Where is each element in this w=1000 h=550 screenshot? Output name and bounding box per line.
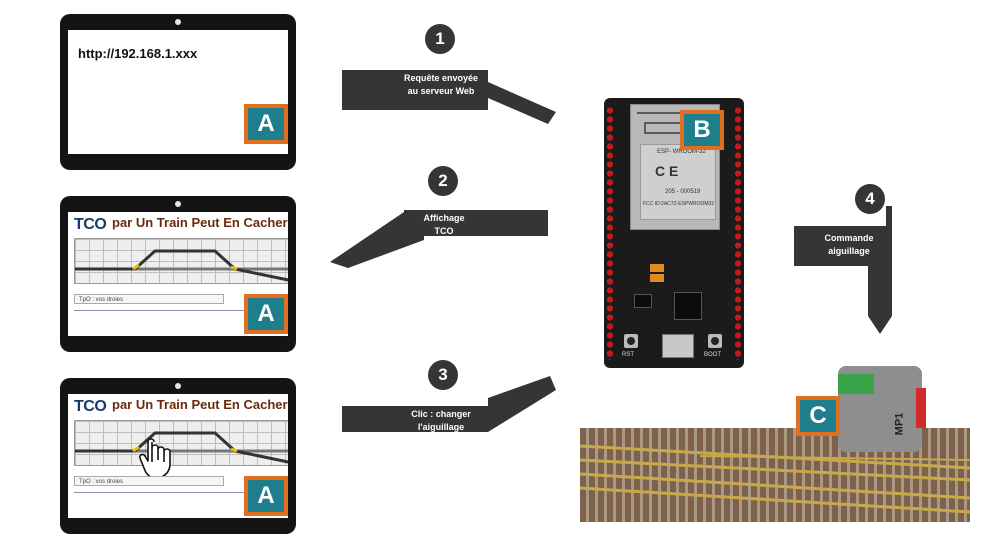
badge-a-letter: A — [248, 108, 284, 140]
camera-dot — [175, 383, 181, 389]
tco-track-grid — [74, 238, 288, 284]
step-1-label-line1: Requête envoyée — [403, 73, 479, 83]
tco-title: TCO — [74, 216, 107, 233]
motor-terminal — [838, 374, 874, 394]
step-3-label: Clic : changer l'aiguillage — [396, 408, 486, 434]
esp32-board: ESP- WROOM-32 C E 205 - 000519 FCC ID:2A… — [604, 98, 744, 368]
module-shield: ESP- WROOM-32 C E 205 - 000519 FCC ID:2A… — [640, 144, 716, 220]
badge-b: B — [680, 110, 724, 150]
camera-dot — [175, 201, 181, 207]
tablet-screen: TCO par Un Train Peut En Cacher un Autre… — [68, 394, 288, 518]
arrow-2 — [330, 210, 548, 268]
badge-a-letter: A — [248, 480, 284, 512]
fcc-id: FCC ID:2AC7Z-ESPWROOM32 — [643, 201, 715, 207]
tablet-tco-click: TCO par Un Train Peut En Cacher un Autre… — [60, 378, 296, 534]
ce-mark: C E — [655, 163, 679, 179]
badge-a-letter: A — [248, 298, 284, 330]
boot-label: BOOT — [704, 352, 722, 358]
tco-divider — [74, 492, 288, 493]
regulator-chip — [634, 294, 652, 308]
badge-a: A — [244, 476, 288, 516]
step-2-label-line2: TCO — [434, 226, 454, 236]
tco-title: TCO — [74, 398, 107, 415]
step-2-badge: 2 — [428, 166, 458, 196]
switch-motor: MP1 — [838, 366, 926, 452]
tco-status-bar: TpO : vos droies — [74, 294, 224, 304]
tablet-tco-display: TCO par Un Train Peut En Cacher un Autre… — [60, 196, 296, 352]
tablet-screen: TCO par Un Train Peut En Cacher un Autre… — [68, 212, 288, 336]
pin-header-right — [734, 106, 742, 360]
badge-c: C — [796, 396, 840, 436]
badge-c-letter: C — [800, 400, 836, 432]
hand-cursor-icon — [139, 438, 171, 479]
tco-track-layout — [75, 431, 288, 464]
step-3-label-line2: l'aiguillage — [417, 422, 465, 432]
badge-b-letter: B — [684, 114, 720, 146]
usb-port — [662, 334, 694, 358]
camera-dot — [175, 19, 181, 25]
arrow-3 — [342, 376, 556, 432]
step-3-label-line1: Clic : changer — [411, 409, 471, 419]
step-4-label-line1: Commande — [824, 233, 874, 243]
step-2-label: Affichage TCO — [414, 212, 474, 238]
pin-header-left — [606, 106, 614, 360]
step-2-label-line1: Affichage — [423, 213, 465, 223]
badge-a: A — [244, 294, 288, 334]
arrow-4 — [794, 206, 892, 334]
boot-button[interactable] — [708, 334, 722, 348]
tco-track-layout — [75, 249, 288, 282]
arrow-1 — [342, 70, 556, 124]
cert-number: 205 - 000519 — [665, 189, 701, 195]
tco-divider — [74, 310, 288, 311]
tablet-browser: http://192.168.1.xxx A — [60, 14, 296, 170]
step-3-badge: 3 — [428, 360, 458, 390]
usb-chip — [674, 292, 702, 320]
reset-button[interactable] — [624, 334, 638, 348]
tablet-screen: http://192.168.1.xxx A — [68, 30, 288, 154]
step-4-label-line2: aiguillage — [828, 246, 870, 256]
step-4-label: Commande aiguillage — [814, 232, 884, 258]
step-1-label: Requête envoyée au serveur Web — [396, 72, 486, 98]
step-1-label-line2: au serveur Web — [407, 86, 475, 96]
rst-label: RST — [622, 352, 634, 358]
tco-status-bar: TpO : vos droies — [74, 476, 224, 486]
capacitor — [650, 274, 664, 282]
motor-red-clip — [916, 388, 926, 428]
capacitor — [650, 264, 664, 272]
url-text: http://192.168.1.xxx — [78, 46, 198, 61]
motor-label: MP1 — [893, 412, 906, 436]
tco-subtitle: par Un Train Peut En Cacher un Autre — [112, 215, 288, 230]
step-1-badge: 1 — [425, 24, 455, 54]
badge-a: A — [244, 104, 288, 144]
step-4-badge: 4 — [855, 184, 885, 214]
module-label: ESP- WROOM-32 — [657, 149, 706, 155]
tco-track-grid — [74, 420, 288, 466]
tco-subtitle: par Un Train Peut En Cacher un Autre — [112, 397, 288, 412]
